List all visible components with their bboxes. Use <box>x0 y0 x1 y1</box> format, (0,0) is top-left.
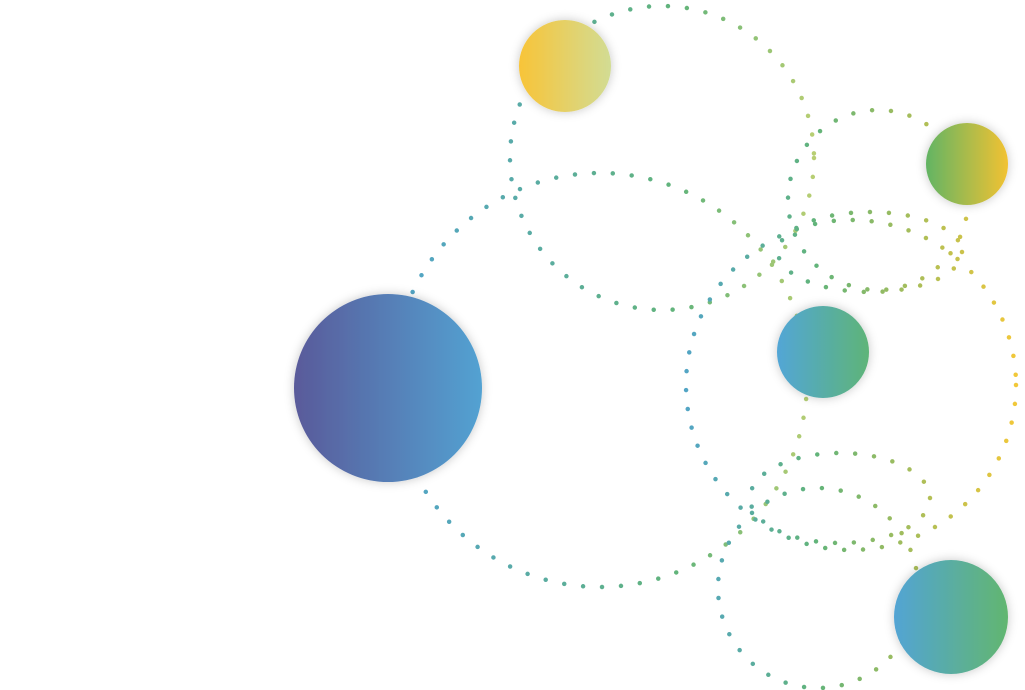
gradient-balls <box>294 20 1008 674</box>
dotted-ring-bottom <box>715 485 921 690</box>
dotted-ring-top <box>507 3 817 313</box>
dotted-ring-large-right <box>683 217 1019 553</box>
green-yellow-circle <box>926 123 1008 205</box>
large-purple-blue-circle <box>294 294 482 482</box>
dotted-ellipse-lower <box>747 450 933 546</box>
blue-green-circle <box>777 306 869 398</box>
teal-green-circle <box>894 560 1008 674</box>
dotted-ellipse-upper-right <box>775 209 965 295</box>
yellow-circle <box>519 20 611 112</box>
